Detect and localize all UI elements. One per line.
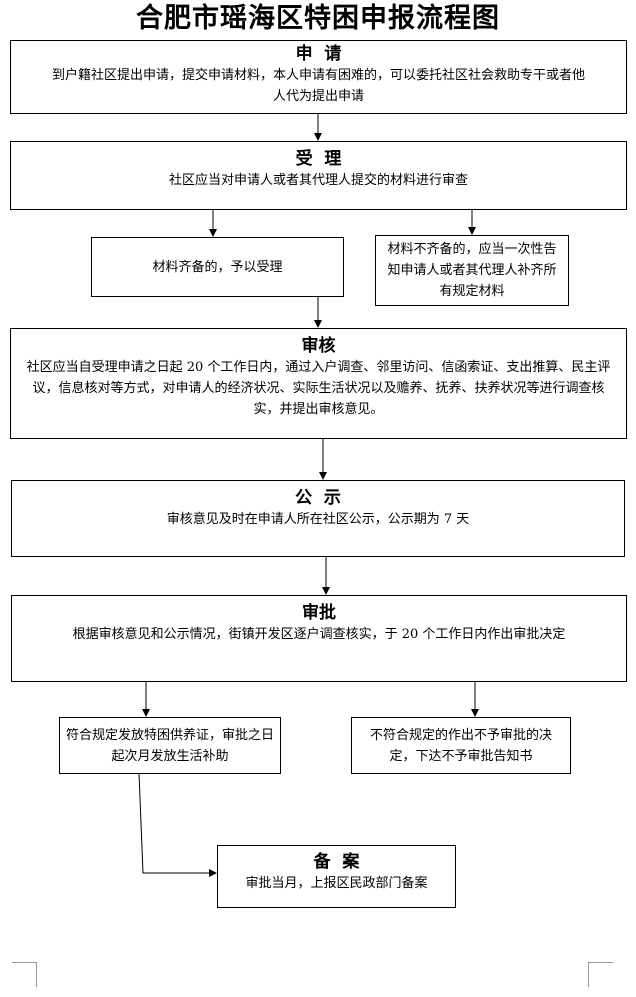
step-review: 审核 社区应当自受理申请之日起 20 个工作日内，通过入户调查、邻里访问、信函索…: [10, 328, 627, 439]
step-accept-heading: 受 理: [295, 149, 342, 169]
step-eligible: 符合规定发放特困供养证，审批之日起次月发放生活补助: [59, 717, 281, 774]
step-materials-incomplete-text: 材料不齐备的，应当一次性告知申请人或者其代理人补齐所有规定材料: [387, 242, 557, 299]
step-record: 备 案 审批当月，上报区民政部门备案: [217, 845, 456, 908]
step-review-heading: 审核: [301, 336, 336, 356]
step-materials-complete: 材料齐备的，予以受理: [91, 237, 344, 297]
step-publicity-heading: 公 示: [295, 488, 341, 508]
arrow-eligible-to-record: [138, 772, 217, 877]
step-materials-incomplete: 材料不齐备的，应当一次性告知申请人或者其代理人补齐所有规定材料: [375, 235, 569, 306]
step-record-text: 审批当月，上报区民政部门备案: [245, 876, 428, 891]
step-publicity: 公 示 审核意见及时在申请人所在社区公示，公示期为 7 天: [11, 480, 625, 557]
step-approve: 审批 根据审核意见和公示情况，街镇开发区逐户调查核实，于 20 个工作日内作出审…: [11, 595, 627, 682]
page-corner-mark-right: [588, 962, 613, 987]
step-record-heading: 备 案: [313, 852, 360, 872]
page-corner-mark-left: [12, 962, 37, 987]
step-approve-text: 根据审核意见和公示情况，街镇开发区逐户调查核实，于 20 个工作日内作出审批决定: [72, 627, 566, 642]
step-publicity-text: 审核意见及时在申请人所在社区公示，公示期为 7 天: [166, 512, 470, 527]
step-apply-heading: 申 请: [295, 44, 342, 64]
step-materials-complete-text: 材料齐备的，予以受理: [152, 259, 283, 275]
step-approve-heading: 审批: [302, 603, 336, 623]
step-eligible-text: 符合规定发放特困供养证，审批之日起次月发放生活补助: [66, 727, 275, 764]
step-accept: 受 理 社区应当对申请人或者其代理人提交的材料进行审查: [10, 141, 627, 210]
page-title: 合肥市瑶海区特困申报流程图: [136, 3, 500, 34]
step-accept-text: 社区应当对申请人或者其代理人提交的材料进行审查: [168, 173, 468, 188]
step-ineligible-text: 不符合规定的作出不予审批的决定，下达不予审批告知书: [369, 727, 552, 764]
step-ineligible: 不符合规定的作出不予审批的决定，下达不予审批告知书: [351, 717, 571, 774]
step-apply-text: 到户籍社区提出申请，提交申请材料，本人申请有困难的，可以委托社区社会救助专干或者…: [51, 68, 585, 104]
step-review-text: 社区应当自受理申请之日起 20 个工作日内，通过入户调查、邻里访问、信函索证、支…: [26, 360, 611, 417]
step-apply: 申 请 到户籍社区提出申请，提交申请材料，本人申请有困难的，可以委托社区社会救助…: [10, 40, 627, 114]
